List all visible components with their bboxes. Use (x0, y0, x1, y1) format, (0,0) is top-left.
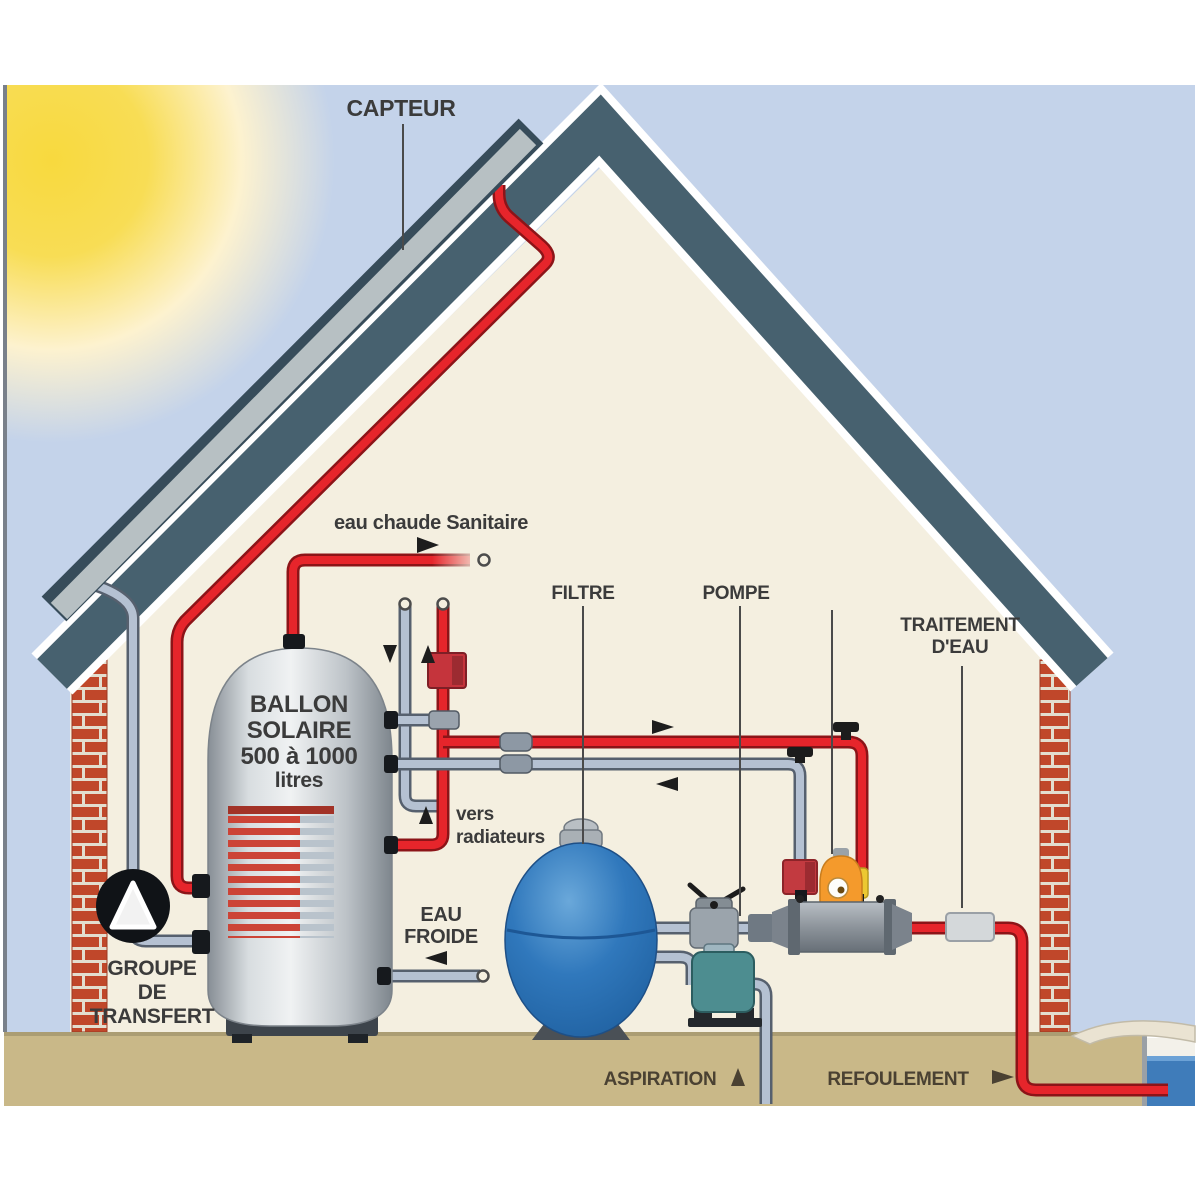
label-aspiration: ASPIRATION (604, 1069, 717, 1090)
pool-coping (1147, 1038, 1195, 1058)
arrow-right-icon (417, 537, 439, 553)
pipe-eau-chaude (286, 548, 491, 644)
pipe-open-end (398, 597, 412, 611)
pool-water (1147, 1056, 1195, 1106)
arrow-down-icon (383, 645, 397, 663)
heat-exchanger (748, 848, 912, 955)
pipe-eau-froide (382, 969, 490, 983)
transfer-pump-group (96, 869, 170, 943)
filter-vessel (504, 842, 658, 1038)
pipe-cold-main (390, 757, 807, 862)
flow-arrows (383, 537, 678, 965)
label-eau-froide-1: EAU (420, 904, 461, 926)
arrow-right-icon (652, 720, 674, 734)
label-traitement-1: TRAITEMENT (900, 615, 1020, 636)
tank-fitting (384, 836, 398, 854)
water-treatment-unit (945, 912, 995, 942)
label-eau-chaude: eau chaude Sanitaire (334, 512, 528, 534)
label-groupe-1: GROUPE (107, 957, 197, 980)
tank-fitting (192, 874, 210, 898)
label-groupe-2: DE (138, 981, 167, 1004)
brick-wall-right (1039, 659, 1071, 1033)
label-refoulement: REFOULEMENT (827, 1069, 969, 1090)
isolation-valves (787, 722, 859, 763)
left-edge-line (3, 85, 7, 1032)
arrow-up-icon (731, 1068, 745, 1086)
pool-edge (1070, 1020, 1196, 1045)
tank-fitting (384, 711, 398, 729)
solar-collector (41, 118, 544, 622)
arrow-up-icon (419, 806, 433, 824)
tank-fitting (384, 755, 398, 773)
arrow-right-icon (992, 1070, 1014, 1084)
ground (4, 1032, 1147, 1106)
heat-exchange-coil (228, 816, 300, 938)
zone-valve (427, 652, 467, 689)
solar-tank (192, 634, 398, 1043)
pipe-refoulement (904, 921, 1168, 1097)
label-ballon-2: SOLAIRE (247, 717, 352, 744)
pipe-open-end (436, 597, 450, 611)
label-eau-froide-2: FROIDE (404, 926, 478, 948)
exchanger-body (789, 901, 893, 953)
pipe-open-end (477, 553, 491, 567)
tank-fitting (377, 967, 391, 985)
label-capteur: CAPTEUR (346, 95, 456, 121)
pipe-open-end (476, 969, 490, 983)
pipe-radiator-supply (390, 597, 450, 852)
leader-lines (402, 124, 963, 916)
pool-filter (504, 818, 658, 1040)
label-ballon-3: 500 à 1000 (240, 743, 357, 770)
text-labels: CAPTEUR eau chaude Sanitaire FILTRE POMP… (90, 95, 1021, 1090)
pipe-unions (428, 710, 533, 774)
tank-fitting (283, 634, 305, 649)
pump-triangle-icon (109, 880, 157, 930)
pipe-hot-main (443, 735, 869, 874)
pipe-solar-hot-supply (170, 185, 555, 895)
tank-fitting (192, 930, 210, 954)
label-vers-1: vers (456, 804, 494, 825)
label-ballon-4: litres (275, 769, 323, 792)
label-groupe-3: TRANSFERT (90, 1005, 215, 1028)
roof (37, 94, 1108, 689)
label-vers-2: radiateurs (456, 827, 545, 848)
pipe-radiator-return (398, 597, 443, 813)
pool (1070, 1020, 1196, 1106)
label-filtre: FILTRE (551, 583, 614, 604)
label-pompe: POMPE (702, 583, 769, 604)
pool-pump (688, 943, 762, 1027)
arrow-up-icon (421, 645, 435, 663)
label-traitement-2: D'EAU (932, 637, 989, 658)
arrow-left-icon (656, 777, 678, 791)
arrow-left-icon (425, 951, 447, 965)
label-ballon-1: BALLON (250, 691, 348, 718)
coil-top (228, 806, 334, 814)
